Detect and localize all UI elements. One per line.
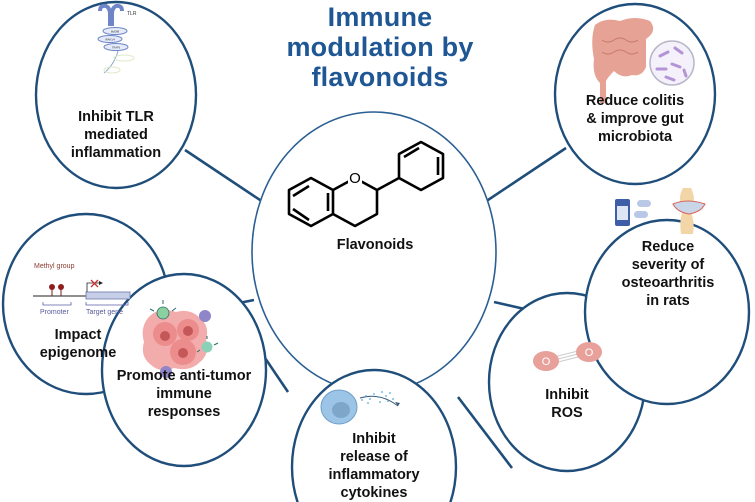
cell-secretion-icon <box>320 389 400 425</box>
node-circle-antitumor <box>100 272 268 468</box>
oxygen-molecule-icon: O O <box>533 342 602 371</box>
target-gene-label: Target gene <box>86 309 123 316</box>
label-line: & improve gut <box>586 111 684 127</box>
center-node-label: Flavonoids <box>336 237 414 253</box>
title-line: modulation by <box>286 32 474 62</box>
label-line: mediated <box>84 127 148 143</box>
oxygen-mask <box>348 170 362 186</box>
label-line: Inhibit <box>352 431 396 447</box>
tlr-receptor-icon: TLR MyD88 IRAK1/4 TRAF6 <box>97 3 137 74</box>
label-line: Inhibit TLR <box>78 109 154 125</box>
title-line: Immune <box>327 2 433 32</box>
connector-ros <box>456 396 514 469</box>
pills-knee-joint-icon <box>615 188 706 234</box>
label-line: epigenome <box>39 345 117 361</box>
label-line: Promote anti-tumor <box>116 368 252 384</box>
label-line: inflammatory <box>328 467 420 483</box>
dna-methylation-icon: Methyl group Promoter Target gene <box>33 263 131 316</box>
connector-colitis <box>475 146 567 210</box>
oxygen-atom-2: O <box>585 347 594 359</box>
label-line: Reduce <box>641 239 695 255</box>
oxygen-atom-label: O <box>349 170 361 187</box>
tlr-icon-label: TLR <box>127 11 137 17</box>
label-line: in rats <box>646 293 690 309</box>
label-line: inflammation <box>70 145 162 161</box>
node-circle-tlr <box>34 0 198 190</box>
label-line: microbiota <box>597 129 673 145</box>
oxygen-atom-1: O <box>542 356 551 368</box>
label-line: Inhibit <box>545 387 589 403</box>
node-label-tlr: Inhibit TLR mediated inflammation <box>46 108 186 162</box>
promoter-label: Promoter <box>40 309 69 316</box>
node-label-epigenome: Impact epigenome <box>8 326 148 362</box>
node-circle-osteoarthritis <box>583 218 751 406</box>
diagram-title: Immune modulation by flavonoids <box>255 2 505 92</box>
node-label-colitis: Reduce colitis & improve gut microbiota <box>565 92 705 146</box>
node-label-osteoarthritis: Reduce severity of osteoarthritis in rat… <box>598 238 738 310</box>
label-line: severity of <box>631 257 705 273</box>
flavan-structure-icon <box>287 140 445 228</box>
node-label-ros: Inhibit ROS <box>497 386 637 422</box>
label-line: immune <box>156 386 212 402</box>
connector-tlr <box>184 148 273 210</box>
node-label-cytokines: Inhibit release of inflammatory cytokine… <box>304 430 444 502</box>
node-label-antitumor: Promote anti-tumor immune responses <box>104 367 264 421</box>
label-line: responses <box>147 404 221 420</box>
tumor-immune-cells-icon <box>142 300 219 378</box>
irak-label: IRAK1/4 <box>105 38 115 42</box>
label-line: release of <box>340 449 408 465</box>
label-line: Reduce colitis <box>585 93 685 109</box>
title-line: flavonoids <box>311 62 449 92</box>
intestine-microbiota-icon <box>592 18 695 103</box>
label-line: cytokines <box>340 485 408 501</box>
label-line: osteoarthritis <box>621 275 715 291</box>
label-line: ROS <box>551 405 583 421</box>
myd88-label: MyD88 <box>111 30 120 34</box>
methyl-group-label: Methyl group <box>34 263 75 270</box>
traf6-label: TRAF6 <box>112 46 121 50</box>
label-line: Impact <box>54 327 102 343</box>
